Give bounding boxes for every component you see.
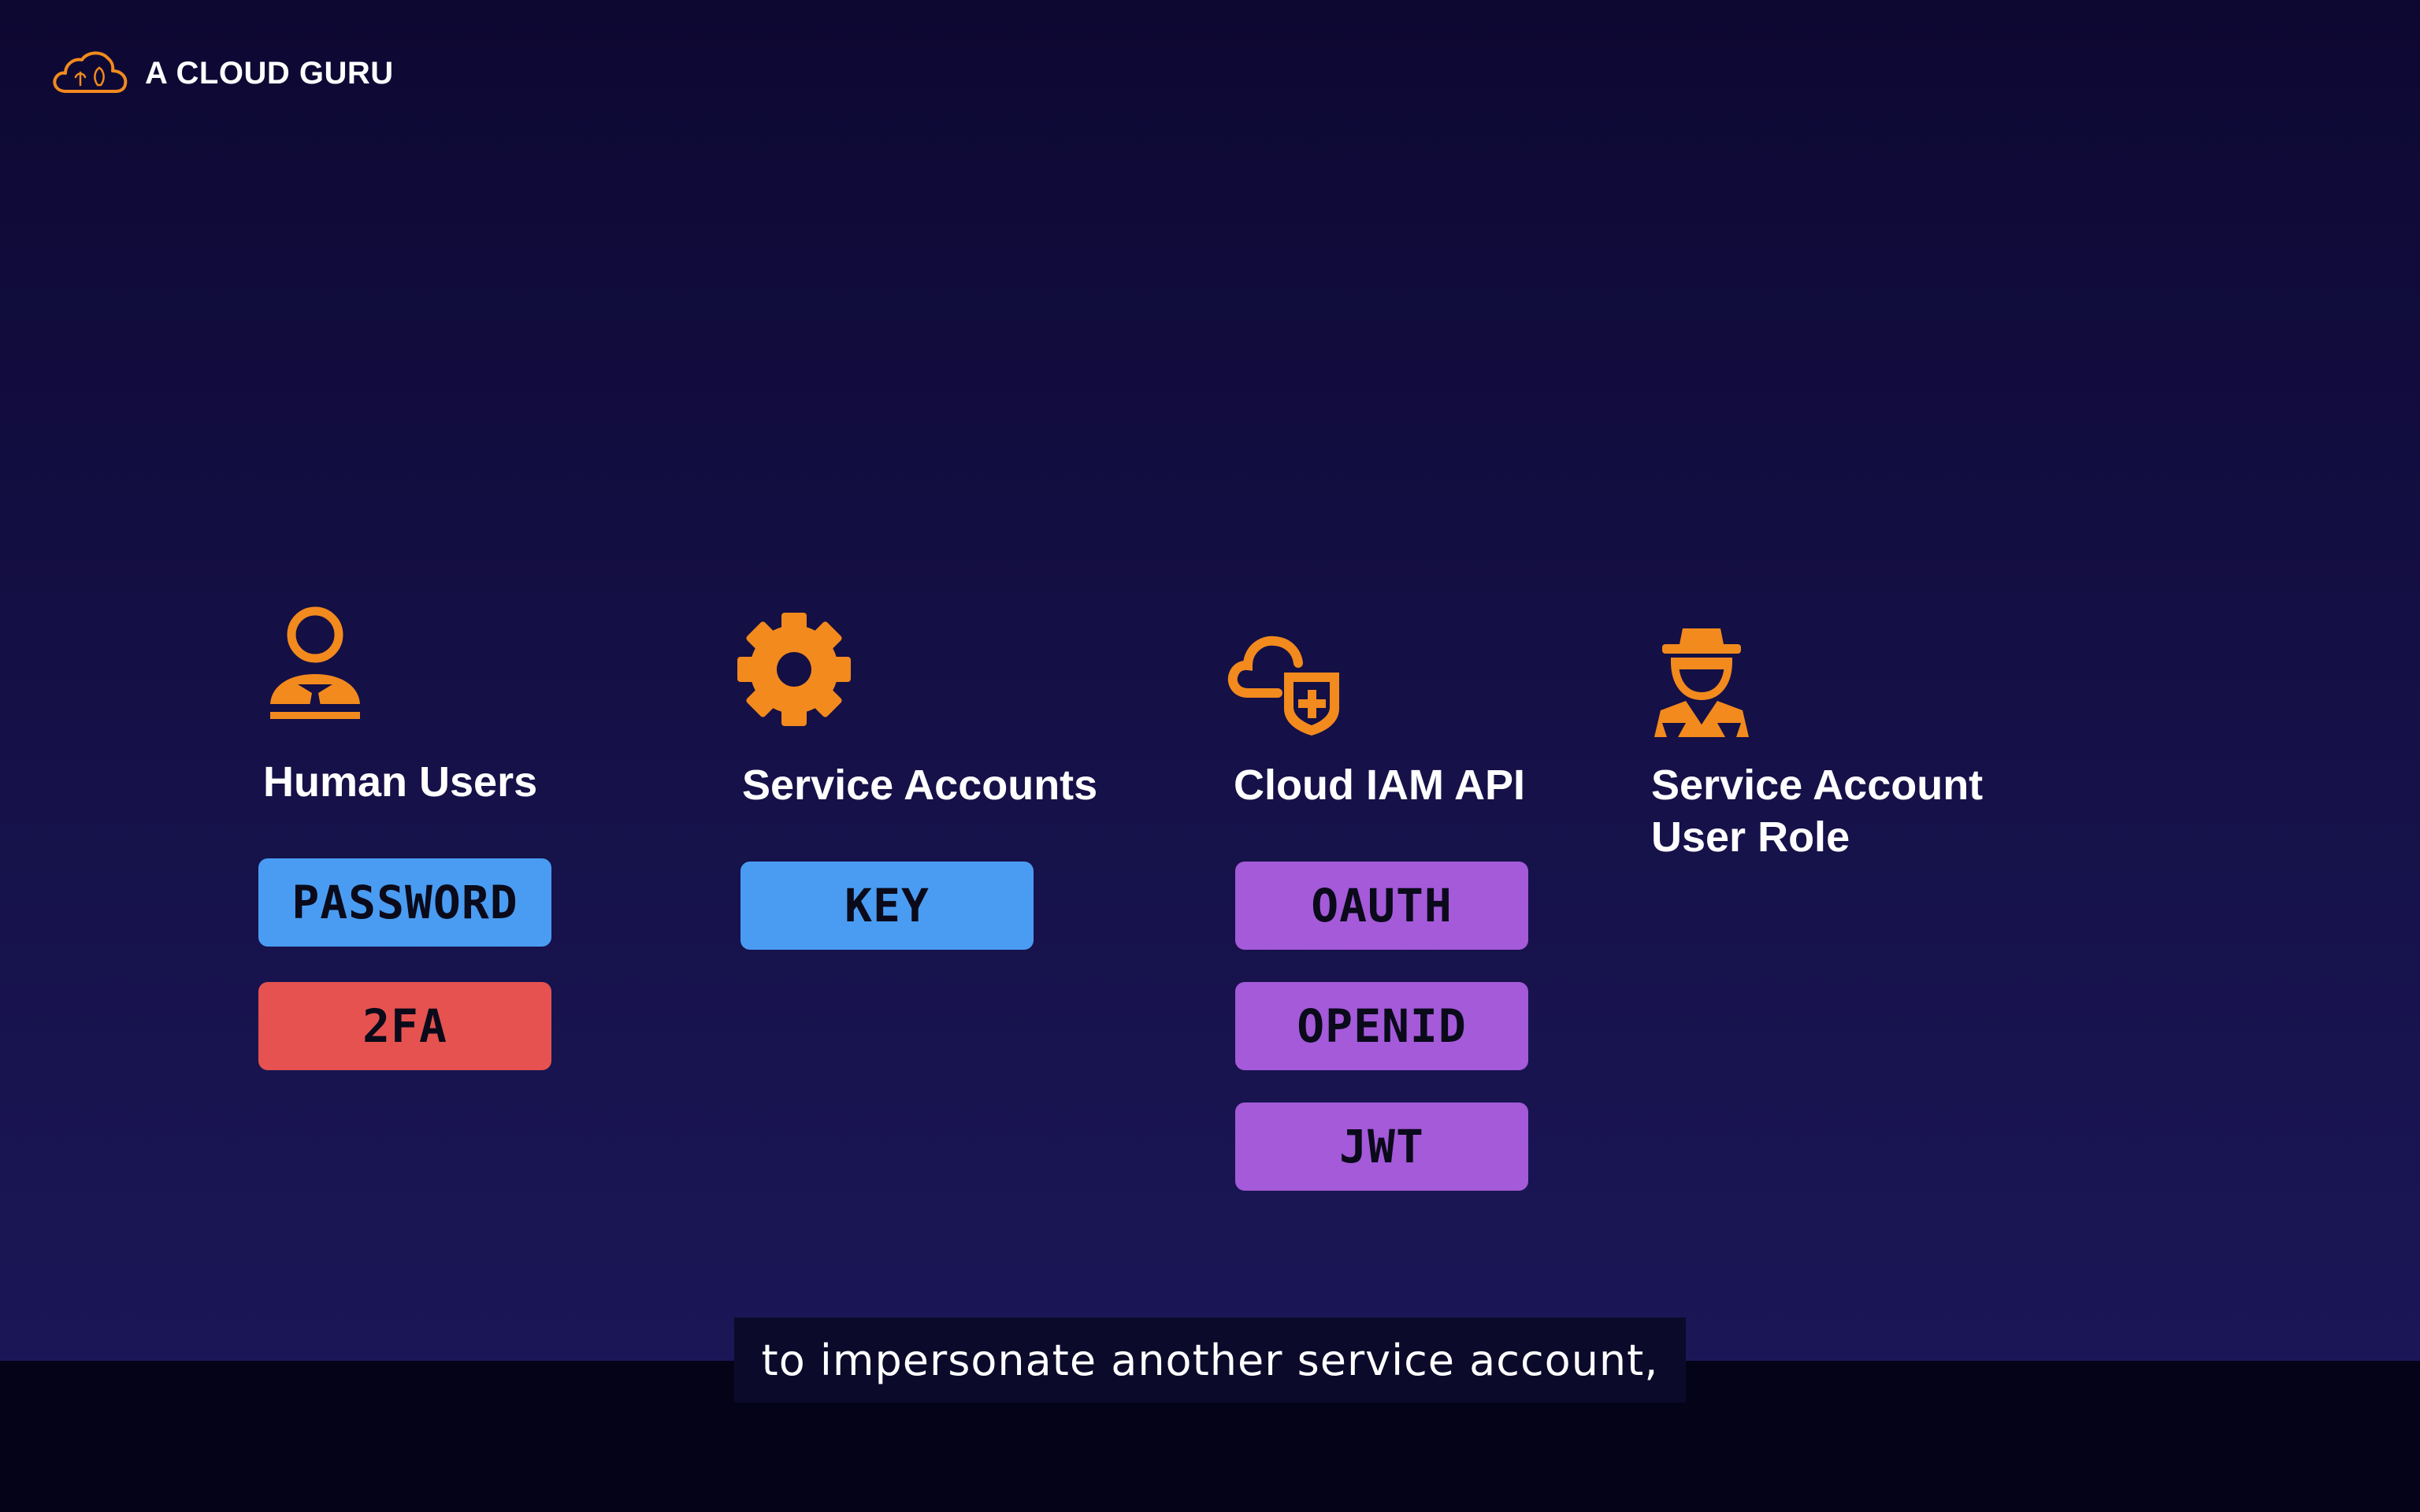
user-icon [270, 606, 360, 719]
cloud-guru-logo-icon [53, 51, 128, 93]
column-title-service-account-user-role: Service Account User Role [1651, 759, 1983, 863]
pill-2fa: 2FA [258, 982, 551, 1070]
pill-openid: OPENID [1235, 982, 1528, 1070]
column-title-line-1: Service Account [1651, 762, 1984, 809]
pill-oauth: OAUTH [1235, 862, 1528, 950]
brand-logo: A CLOUD GURU [49, 47, 394, 99]
column-title-cloud-iam-api: Cloud IAM API [1234, 762, 1525, 809]
pill-password: PASSWORD [258, 858, 551, 947]
column-title-service-accounts: Service Accounts [742, 762, 1098, 809]
pill-key: KEY [740, 862, 1034, 950]
pill-jwt: JWT [1235, 1102, 1528, 1191]
slide: A CLOUD GURU Human Users PASSWORD 2FA Se… [0, 0, 2420, 1361]
column-title-line-2: User Role [1651, 813, 1850, 861]
brand-name: A CLOUD GURU [145, 55, 394, 91]
subtitle-caption: to impersonate another service account, [734, 1317, 1686, 1403]
column-title-human-users: Human Users [263, 758, 538, 806]
spy-agent-icon [1654, 628, 1749, 737]
gear-icon [737, 613, 851, 726]
cloud-shield-icon [1227, 636, 1339, 736]
